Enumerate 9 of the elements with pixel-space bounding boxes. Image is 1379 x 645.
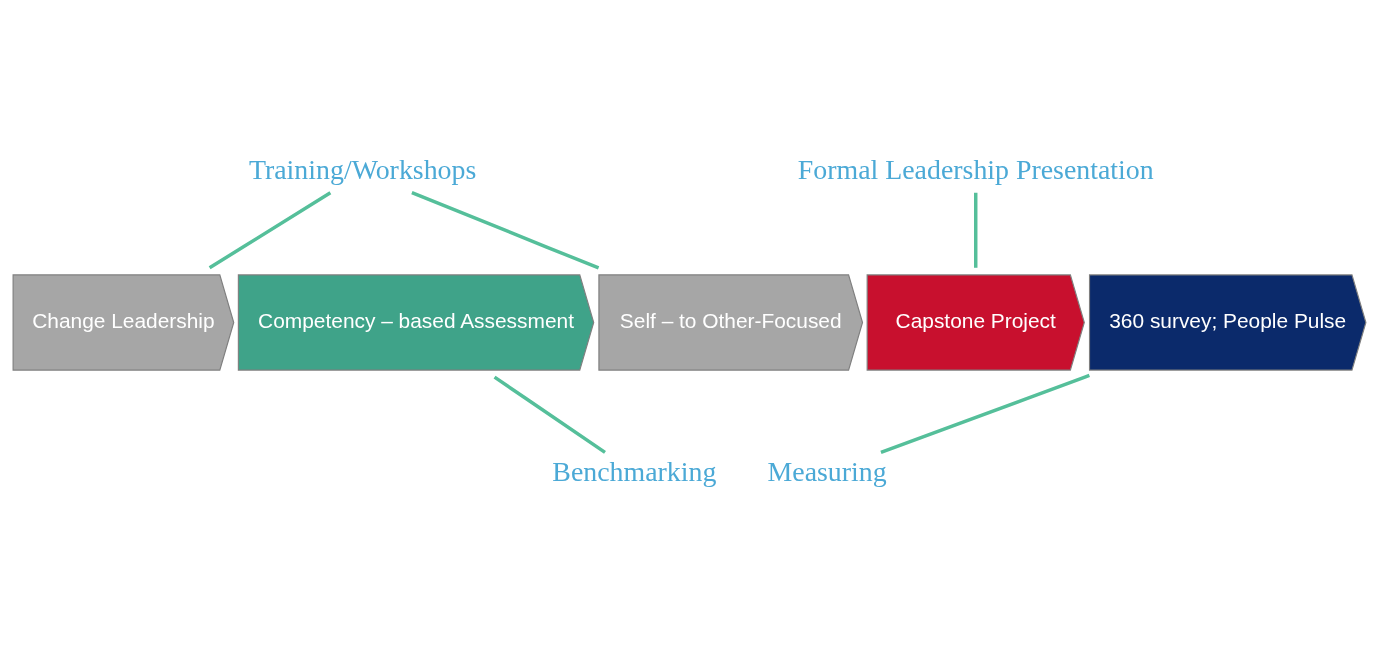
connector: [208, 191, 332, 270]
connector: [493, 375, 606, 454]
connector: [974, 192, 978, 268]
node-text: Formal Leadership Presentation: [797, 153, 1154, 185]
node-text: Measuring: [767, 455, 887, 487]
node-text: Benchmarking: [552, 455, 717, 487]
connector: [411, 191, 600, 270]
connector: [880, 373, 1090, 455]
node-text: Training/Workshops: [248, 153, 477, 185]
